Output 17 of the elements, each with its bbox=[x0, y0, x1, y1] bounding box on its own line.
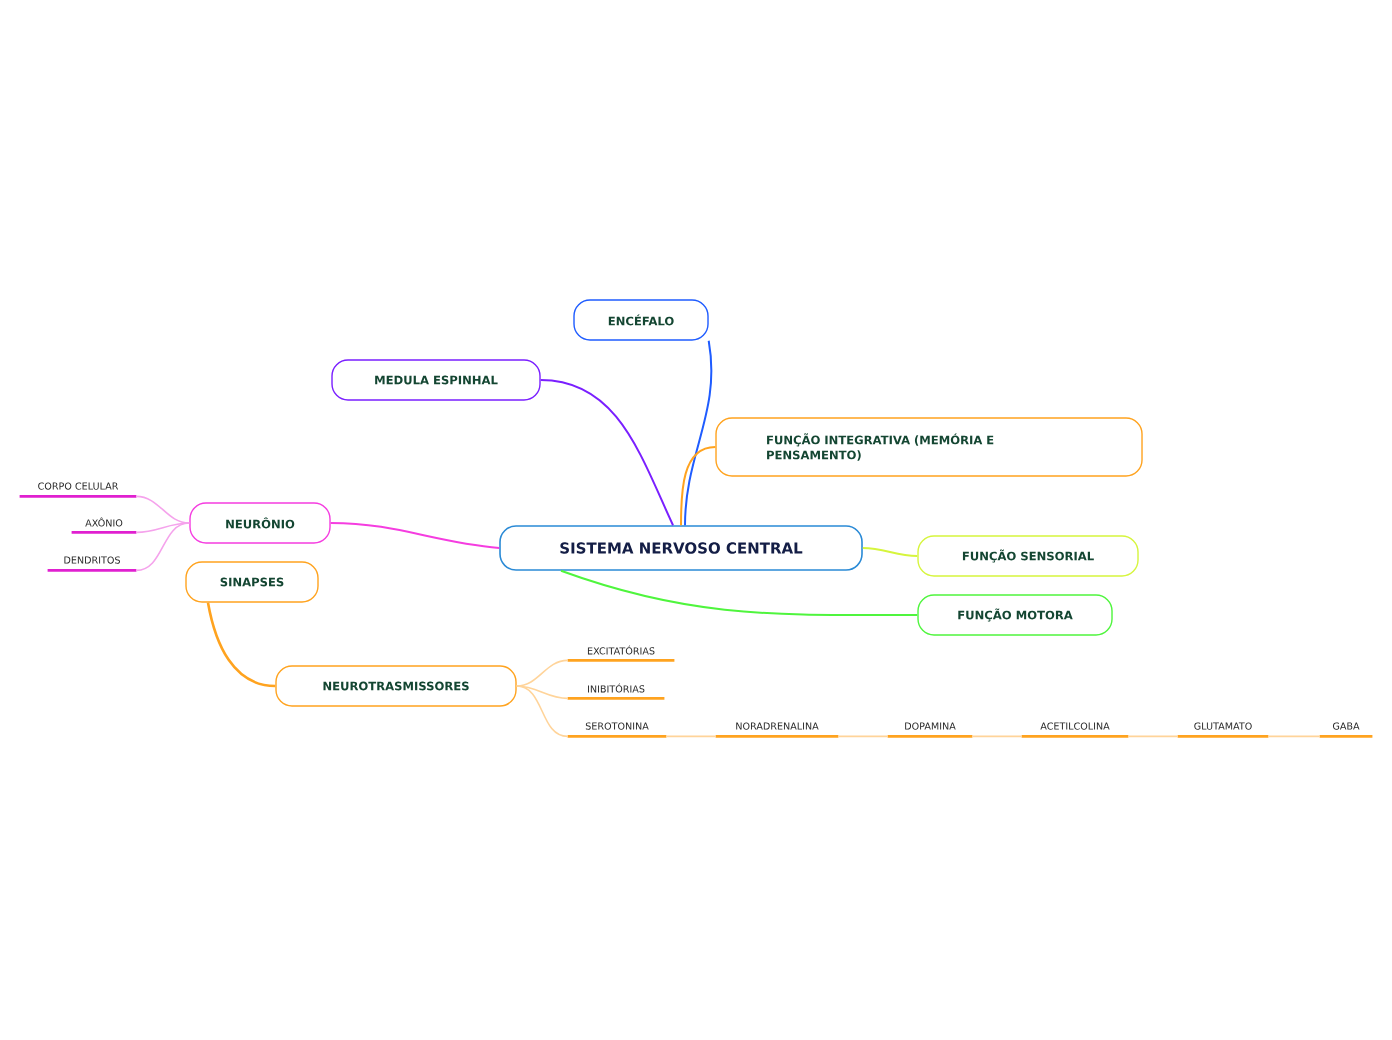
connector-line bbox=[665, 735, 717, 738]
connector-line bbox=[515, 685, 569, 738]
connector-line bbox=[861, 547, 919, 557]
connector-line bbox=[206, 602, 276, 688]
connector-line bbox=[329, 522, 501, 549]
connector-line bbox=[837, 735, 889, 738]
connector-line bbox=[135, 522, 191, 572]
connector-line bbox=[1127, 735, 1179, 738]
connector-line bbox=[684, 339, 713, 527]
connector-line bbox=[515, 659, 569, 687]
connector-line bbox=[560, 569, 919, 617]
connector-line bbox=[515, 685, 569, 700]
connector-line bbox=[680, 446, 717, 527]
connector-line bbox=[1267, 735, 1321, 738]
connector-line bbox=[971, 735, 1023, 738]
connector-line bbox=[135, 522, 191, 534]
connector-line bbox=[539, 379, 674, 527]
